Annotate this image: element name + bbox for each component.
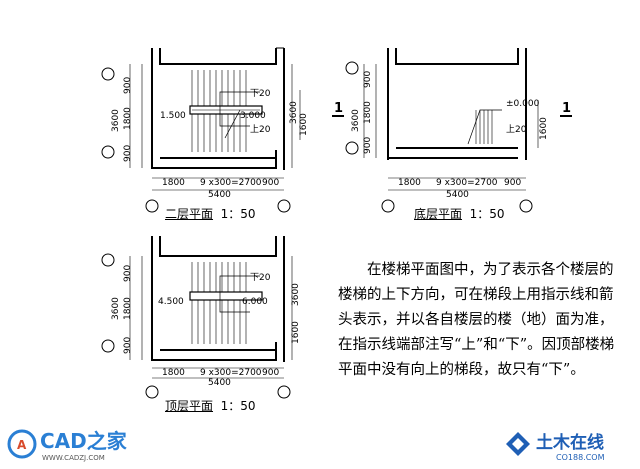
dim-label: 1800 <box>162 178 185 188</box>
dim-label: 900 <box>123 337 133 354</box>
dim-label: 900 <box>262 368 279 378</box>
section-mark: 1 <box>562 101 571 116</box>
stair-label: 下20 <box>250 89 271 99</box>
dim-label: 1600 <box>539 117 549 140</box>
description-line: 向上的梯段，故只有“下”。 <box>410 362 585 378</box>
level-label: ±0.000 <box>506 99 540 109</box>
level-label: 6.000 <box>242 297 268 307</box>
logo-url: CO188.COM <box>556 453 605 462</box>
section-mark: 1 <box>334 101 343 116</box>
caption-title: 顶层平面 <box>165 399 214 413</box>
co188-logo: 土木在线 CO188.COM <box>498 424 640 464</box>
dim-label: 1600 <box>299 113 309 136</box>
dim-label: 1800 <box>363 101 373 124</box>
dim-label: 1800 <box>398 178 421 188</box>
logo-text: 土木在线 <box>536 432 604 453</box>
dim-label: 5400 <box>208 378 231 388</box>
logo-text: CAD之家 <box>40 429 128 453</box>
dim-label: 3600 <box>351 109 361 132</box>
description-line: 指示线和箭头表示，并以各自楼层的 <box>338 287 614 328</box>
stair-label: 上20 <box>250 124 271 135</box>
dim-label: 900 <box>123 77 133 94</box>
dim-label: 900 <box>262 178 279 188</box>
dim-label: 900 <box>123 265 133 282</box>
dim-label: 9 x300=2700 <box>200 368 262 378</box>
ground-floor-caption: 底层平面 1：50 <box>414 205 505 222</box>
top-floor-plan: 4.500 6.000 下20 3600 900 1800 900 3600 1… <box>101 236 301 399</box>
top-floor-caption: 顶层平面 1：50 <box>165 397 256 414</box>
dim-label: 900 <box>504 178 521 188</box>
logo-url: WWW.CADZJ.COM <box>42 454 105 462</box>
dim-label: 3600 <box>291 283 301 306</box>
caption-title: 底层平面 <box>414 207 463 221</box>
dim-label: 1600 <box>291 321 301 344</box>
caption-scale: 1：50 <box>220 399 256 413</box>
description-line: 在楼梯平面图中，为了表示各个楼 <box>367 262 585 278</box>
dim-label: 3600 <box>111 297 121 320</box>
dim-label: 9 x300=2700 <box>200 178 262 188</box>
cadzj-logo: A CAD之家 WWW.CADZJ.COM <box>4 424 174 464</box>
second-floor-caption: 二层平面 1：50 <box>165 205 256 222</box>
dim-label: 900 <box>363 71 373 88</box>
description-line: 层的楼梯的上下方向，可在梯段上用 <box>338 262 614 303</box>
level-label: 1.500 <box>160 111 186 121</box>
dim-label: 3600 <box>289 101 299 124</box>
caption-scale: 1：50 <box>469 207 505 221</box>
description-line: 楼（地）面为准，在指示线端部注写 <box>338 312 614 353</box>
dim-label: 3600 <box>111 109 121 132</box>
dim-label: 900 <box>363 137 373 154</box>
dim-label: 5400 <box>446 190 469 200</box>
second-floor-plan: 1.500 3.000 下20 上20 3600 900 1800 900 36… <box>101 47 309 213</box>
description-line: “上”和“下”。因顶部楼梯平面中没有 <box>338 337 615 378</box>
dim-label: 1800 <box>123 297 133 320</box>
dim-label: 5400 <box>208 190 231 200</box>
level-label: 4.500 <box>158 297 184 307</box>
dim-label: 1800 <box>162 368 185 378</box>
dim-label: 9 x300=2700 <box>436 178 498 188</box>
svg-text:A: A <box>17 438 27 452</box>
level-label: 3.000 <box>240 111 266 121</box>
description-paragraph: 在楼梯平面图中，为了表示各个楼层的楼梯的上下方向，可在梯段上用指示线和箭头表示，… <box>338 258 618 383</box>
caption-title: 二层平面 <box>165 207 214 221</box>
caption-scale: 1：50 <box>220 207 256 221</box>
stair-label: 上20 <box>506 124 527 135</box>
dim-label: 900 <box>123 145 133 162</box>
cad-logo-icon <box>7 429 37 459</box>
ground-floor-plan: 1 1 ±0.000 上20 3600 900 1800 900 1600 18… <box>332 48 572 213</box>
dim-label: 1800 <box>123 107 133 130</box>
stair-label: 下20 <box>250 273 271 283</box>
